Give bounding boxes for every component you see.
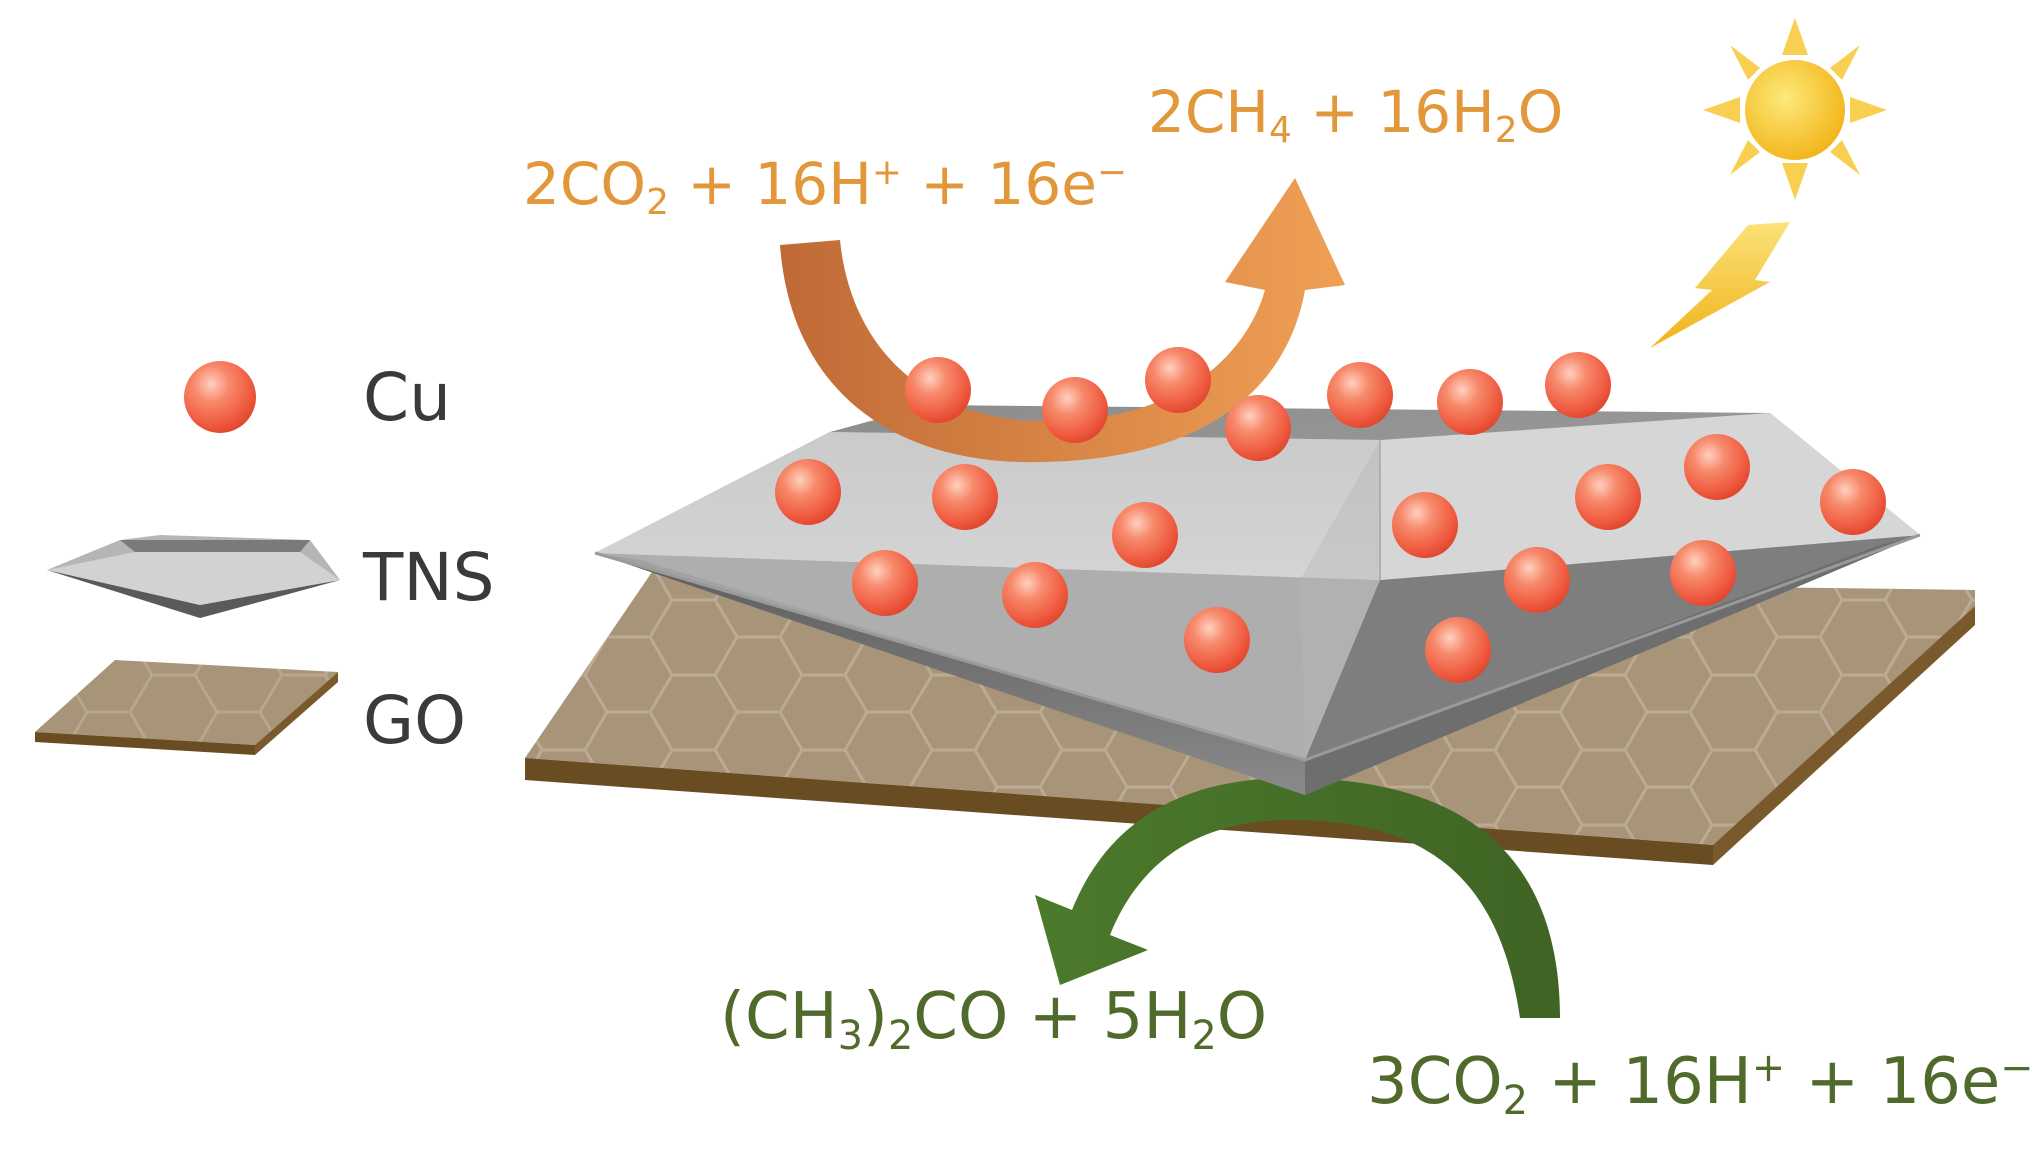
cu-particle <box>1575 464 1641 530</box>
cu-particle <box>1225 395 1291 461</box>
green-reaction-arrow <box>1035 778 1560 1018</box>
cu-particle <box>1042 377 1108 443</box>
cu-particle <box>1145 347 1211 413</box>
cu-particle <box>932 464 998 530</box>
sun-icon <box>1703 18 1887 200</box>
legend-go-label: GO <box>363 682 467 759</box>
legend <box>35 361 340 755</box>
cu-particle <box>1670 540 1736 606</box>
legend-cu-label: Cu <box>363 359 451 436</box>
cu-particle <box>1327 362 1393 428</box>
cu-particle <box>1504 547 1570 613</box>
cu-particle <box>1425 617 1491 683</box>
bottom-product-equation: (CH3)2CO + 5H2O <box>720 980 1268 1060</box>
cu-particle <box>1820 469 1886 535</box>
cu-particle <box>1184 607 1250 673</box>
cu-particle <box>1437 369 1503 435</box>
cu-particle <box>1002 562 1068 628</box>
cu-particle <box>1112 502 1178 568</box>
legend-tns-label: TNS <box>363 539 495 616</box>
cu-particle <box>775 459 841 525</box>
bottom-reactant-equation: 3CO2 + 16H+ + 16e− <box>1367 1045 2034 1125</box>
legend-cu-swatch <box>184 361 256 433</box>
cu-particle <box>1545 352 1611 418</box>
cu-particle <box>852 550 918 616</box>
cu-particles <box>775 347 1886 683</box>
cu-particle <box>905 357 971 423</box>
legend-go-swatch <box>35 660 338 755</box>
cu-particle <box>1392 492 1458 558</box>
lightning-icon <box>1650 222 1790 348</box>
legend-tns-swatch <box>47 535 340 618</box>
top-product-equation: 2CH4 + 16H2O <box>1148 78 1564 152</box>
cu-particle <box>1684 434 1750 500</box>
top-reactant-equation: 2CO2 + 16H+ + 16e− <box>523 150 1128 224</box>
